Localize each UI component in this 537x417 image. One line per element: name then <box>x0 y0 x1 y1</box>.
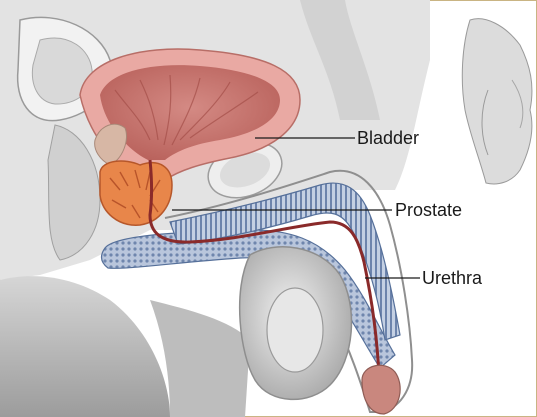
label-bladder: Bladder <box>357 129 419 147</box>
label-prostate: Prostate <box>395 201 462 219</box>
label-urethra: Urethra <box>422 269 482 287</box>
testis <box>267 288 323 372</box>
